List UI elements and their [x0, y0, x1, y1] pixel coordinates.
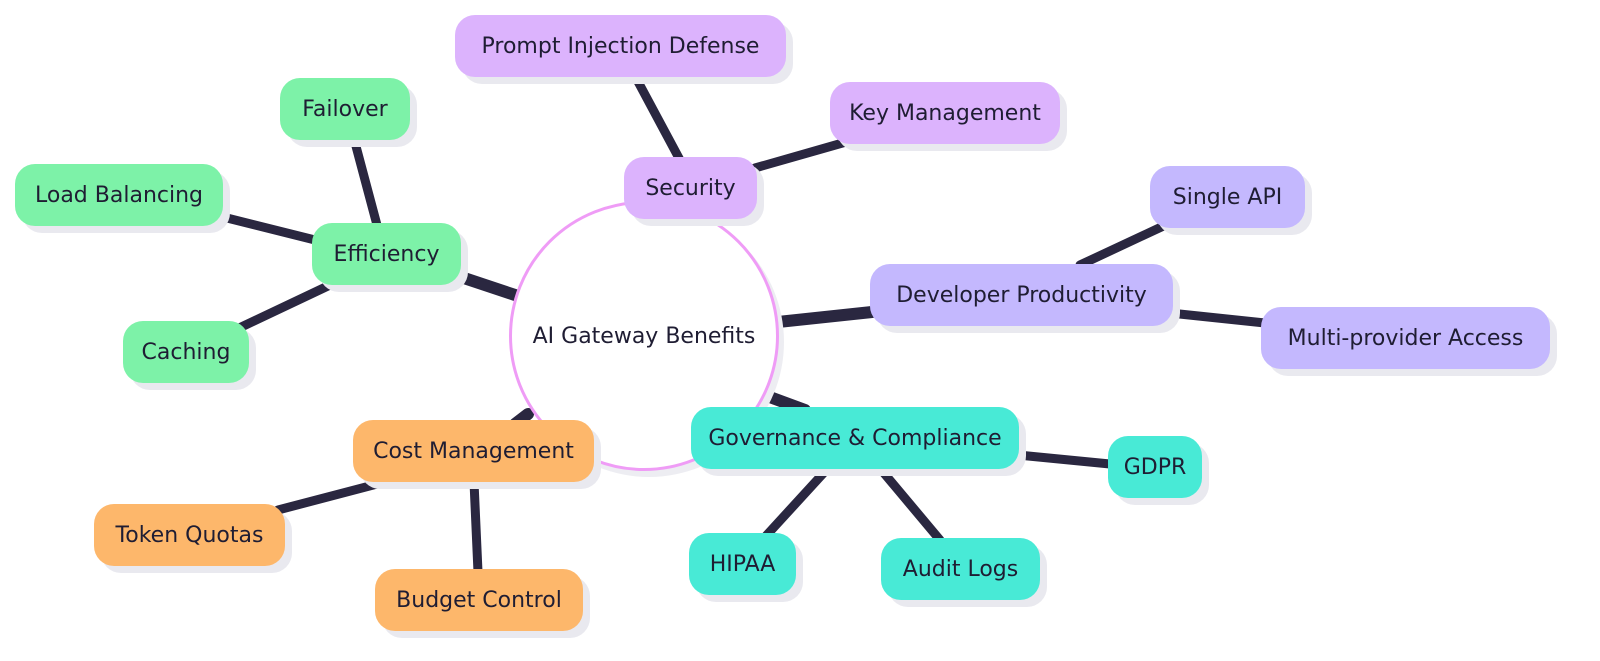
leaf-load-balancing: Load Balancing [15, 164, 223, 226]
branch-governance-compliance: Governance & Compliance [691, 407, 1019, 469]
leaf-budget-control: Budget Control [375, 569, 583, 631]
edge-governance-audit [873, 461, 945, 545]
leaf-hipaa: HIPAA [689, 533, 796, 595]
branch-cost-management: Cost Management [353, 420, 594, 482]
leaf-token-quotas: Token Quotas [94, 504, 285, 566]
leaf-audit-logs: Audit Logs [881, 538, 1040, 600]
leaf-audit-logs-label: Audit Logs [902, 556, 1019, 582]
edge-security-prompt [630, 71, 685, 165]
leaf-caching: Caching [123, 321, 249, 383]
leaf-multi-provider-access-label: Multi-provider Access [1287, 325, 1524, 351]
leaf-budget-control-label: Budget Control [396, 587, 562, 613]
root-node: AI Gateway Benefits [509, 201, 779, 471]
branch-security: Security [624, 157, 757, 219]
branch-security-label: Security [645, 175, 736, 201]
edge-cost-tokenquotas [273, 477, 390, 515]
leaf-gdpr-label: GDPR [1123, 454, 1187, 480]
leaf-token-quotas-label: Token Quotas [115, 522, 264, 548]
leaf-prompt-injection-defense: Prompt Injection Defense [455, 15, 786, 77]
leaf-gdpr: GDPR [1108, 436, 1202, 498]
edge-root-developer [772, 306, 878, 328]
edge-efficiency-caching [230, 280, 335, 335]
leaf-single-api: Single API [1150, 166, 1305, 228]
leaf-failover: Failover [280, 78, 410, 140]
edge-security-key [750, 133, 865, 173]
leaf-hipaa-label: HIPAA [709, 551, 776, 577]
edge-governance-hipaa [760, 461, 835, 542]
leaf-failover-label: Failover [302, 96, 388, 122]
branch-developer-productivity-label: Developer Productivity [896, 282, 1147, 308]
leaf-key-management-label: Key Management [849, 100, 1041, 126]
edge-cost-budget [469, 477, 483, 577]
leaf-prompt-injection-defense-label: Prompt Injection Defense [481, 33, 760, 59]
edge-developer-singleapi [1075, 217, 1177, 270]
edge-governance-gdpr [1013, 450, 1115, 469]
leaf-key-management: Key Management [830, 82, 1060, 144]
branch-efficiency: Efficiency [312, 223, 461, 285]
leaf-multi-provider-access: Multi-provider Access [1261, 307, 1550, 369]
edge-efficiency-failover [348, 130, 382, 230]
edge-efficiency-loadbalancing [210, 210, 320, 245]
edge-developer-multiprovider [1165, 308, 1270, 328]
branch-governance-compliance-label: Governance & Compliance [708, 425, 1002, 451]
branch-developer-productivity: Developer Productivity [870, 264, 1173, 326]
leaf-single-api-label: Single API [1172, 184, 1283, 210]
edge-root-efficiency [449, 269, 521, 301]
branch-cost-management-label: Cost Management [373, 438, 574, 464]
leaf-caching-label: Caching [141, 339, 231, 365]
root-label: AI Gateway Benefits [532, 323, 756, 349]
branch-efficiency-label: Efficiency [333, 241, 440, 267]
leaf-load-balancing-label: Load Balancing [35, 182, 203, 208]
